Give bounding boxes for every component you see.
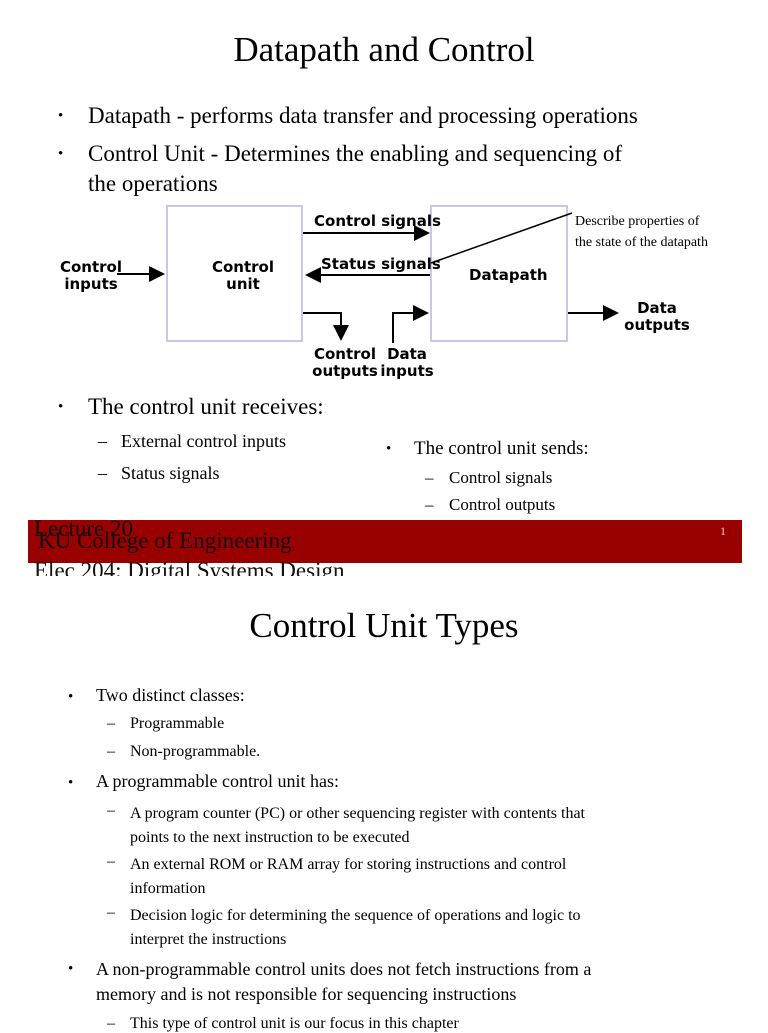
bullet-control-unit-cont: the operations <box>88 171 218 196</box>
control-outputs-arrow <box>303 312 349 341</box>
label-datapath: Datapath <box>469 266 548 284</box>
datapath-box <box>430 205 568 342</box>
footer-course-clip: Elec 204: Digital Systems Design <box>0 558 768 576</box>
note-pointer-line <box>430 212 573 264</box>
sends-item-1: Control signals <box>449 468 553 487</box>
label-data-outputs: Data outputs <box>624 299 690 334</box>
label-data-inputs: Data inputs <box>380 345 434 380</box>
classes-heading: Two distinct classes: <box>96 685 245 705</box>
label-status-signals: Status signals <box>321 255 441 273</box>
footer-course: Elec 204: Digital Systems Design <box>34 558 345 576</box>
non-programmable-text: A non-programmable control units does no… <box>96 959 592 1004</box>
bullet-icon: • <box>68 961 74 977</box>
dash-icon: – <box>107 743 115 760</box>
dash-icon: – <box>425 468 434 487</box>
bullet-control-unit: Control Unit - Determines the enabling a… <box>88 141 622 166</box>
class-item-2: Non-programmable. <box>130 743 261 760</box>
data-inputs-arrow <box>392 305 429 343</box>
bullet-icon: • <box>68 775 74 791</box>
footer-college: KU College of Engineering <box>38 528 292 553</box>
dash-icon: – <box>107 1015 115 1032</box>
bullet-icon: • <box>58 399 64 415</box>
dash-icon: – <box>107 853 115 870</box>
sends-heading: The control unit sends: <box>414 438 589 459</box>
receives-item-2: Status signals <box>121 463 220 483</box>
bullet-icon: • <box>68 689 74 705</box>
programmable-heading: A programmable control unit has: <box>96 771 339 791</box>
footer-lecture: Lecture 20 <box>34 516 133 541</box>
slide-2-title: Control Unit Types <box>249 606 519 645</box>
dash-icon: – <box>107 802 115 819</box>
label-control-signals: Control signals <box>314 212 441 230</box>
control-unit-box <box>166 205 303 342</box>
dash-icon: – <box>425 495 434 514</box>
datapath-control-diagram <box>117 205 619 343</box>
non-programmable-item: This type of control unit is our focus i… <box>130 1015 459 1032</box>
slide-1-title: Datapath and Control <box>233 30 535 69</box>
programmable-item-3: Decision logic for determining the seque… <box>130 907 581 948</box>
bullet-datapath: Datapath - performs data transfer and pr… <box>88 103 638 128</box>
receives-heading: The control unit receives: <box>88 394 324 419</box>
bullet-icon: • <box>58 108 64 124</box>
programmable-item-2: An external ROM or RAM array for storing… <box>130 856 567 897</box>
label-control-inputs: Control inputs <box>59 258 122 293</box>
dash-icon: – <box>107 904 115 921</box>
label-control-unit: Control unit <box>211 258 274 293</box>
footer-bar <box>28 520 742 563</box>
bullet-icon: • <box>58 146 64 162</box>
label-control-outputs: Control outputs <box>312 345 378 380</box>
class-item-1: Programmable <box>130 715 225 732</box>
receives-item-1: External control inputs <box>121 431 286 451</box>
sends-item-2: Control outputs <box>449 495 556 514</box>
note-datapath-state: Describe properties of the state of the … <box>575 214 708 250</box>
dash-icon: – <box>98 431 107 451</box>
programmable-item-1: A program counter (PC) or other sequenci… <box>130 805 585 846</box>
bullet-icon: • <box>386 441 392 457</box>
page-number: 1 <box>720 524 726 538</box>
dash-icon: – <box>107 715 115 732</box>
dash-icon: – <box>98 463 107 483</box>
